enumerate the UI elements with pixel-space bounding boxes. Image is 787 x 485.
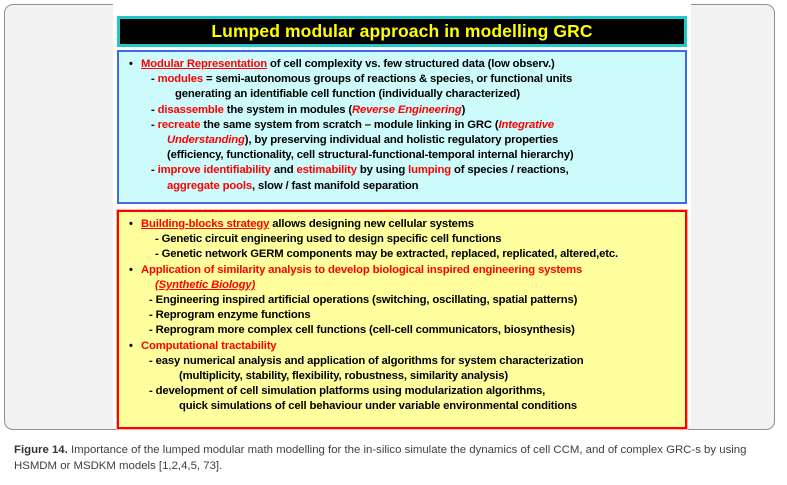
text-segment: improve identifiability xyxy=(157,164,271,177)
text-segment: Computational tractability xyxy=(141,339,277,352)
text-line: (multiplicity, stability, flexibility, r… xyxy=(127,369,677,384)
bullet-icon: • xyxy=(129,339,133,352)
text-line: (efficiency, functionality, cell structu… xyxy=(127,148,677,163)
text-segment: = semi-autonomous groups of reactions & … xyxy=(203,73,573,86)
page-title: Lumped modular approach in modelling GRC xyxy=(211,21,593,41)
text-line: - Reprogram enzyme functions xyxy=(127,308,677,323)
text-segment: (multiplicity, stability, flexibility, r… xyxy=(179,370,508,383)
text-segment: the same system from scratch – module li… xyxy=(200,118,499,131)
text-segment: Understanding xyxy=(167,134,245,147)
text-segment: Integrative xyxy=(498,118,555,131)
text-line: • Application of similarity analysis to d… xyxy=(127,263,677,278)
text-line: - modules = semi-autonomous groups of re… xyxy=(127,72,677,87)
text-line: - recreate the same system from scratch … xyxy=(127,118,677,133)
text-segment: modules xyxy=(157,73,204,86)
text-line: (Synthetic Biology) xyxy=(127,278,677,293)
text-line: quick simulations of cell behaviour unde… xyxy=(127,399,677,414)
text-line: Understanding), by preserving individual… xyxy=(127,133,677,148)
text-segment: - easy numerical analysis and applicatio… xyxy=(149,354,584,367)
slide-title-banner: Lumped modular approach in modelling GRC xyxy=(117,16,687,47)
text-line: - Genetic network GERM components may be… xyxy=(127,247,677,262)
text-line: - easy numerical analysis and applicatio… xyxy=(127,354,677,369)
text-line: - Reprogram more complex cell functions … xyxy=(127,323,677,338)
text-line: - development of cell simulation platfor… xyxy=(127,384,677,399)
text-segment: disassemble xyxy=(157,103,224,116)
bullet-icon: • xyxy=(129,58,133,70)
text-segment: - Reprogram more complex cell functions … xyxy=(149,324,575,337)
text-line: aggregate pools, slow / fast manifold se… xyxy=(127,179,677,194)
text-line: - Genetic circuit engineering used to de… xyxy=(127,232,677,247)
text-segment: quick simulations of cell behaviour unde… xyxy=(179,400,578,413)
caption-text: Importance of the lumped modular math mo… xyxy=(14,444,747,472)
text-segment: - xyxy=(151,118,158,131)
text-segment: (Synthetic Biology) xyxy=(155,278,256,291)
text-segment: - Genetic circuit engineering used to de… xyxy=(155,233,502,246)
text-segment: ) xyxy=(461,103,466,116)
text-segment: lumping xyxy=(408,164,452,177)
text-segment: - xyxy=(151,103,158,116)
text-segment: of cell complexity vs. few structured da… xyxy=(267,58,555,70)
text-line: • Building-blocks strategy allows designi… xyxy=(127,217,677,232)
text-segment: - xyxy=(151,164,158,177)
text-line: - improve identifiability and estimabili… xyxy=(127,163,677,178)
text-line: • Modular Representation of cell complexi… xyxy=(127,57,677,72)
figure-caption: Figure 14. Importance of the lumped modu… xyxy=(14,443,770,474)
text-segment: by using xyxy=(356,164,409,177)
text-segment: , slow / fast manifold separation xyxy=(252,179,419,192)
yellow-content-box: • Building-blocks strategy allows designi… xyxy=(116,209,688,430)
text-line: - Engineering inspired artificial operat… xyxy=(127,293,677,308)
text-segment: - Genetic network GERM components may be… xyxy=(155,248,618,261)
text-segment: (efficiency, functionality, cell structu… xyxy=(167,149,574,162)
bullet-icon: • xyxy=(129,218,133,230)
text-segment: ), by preserving individual and holistic… xyxy=(244,134,559,147)
text-segment: recreate xyxy=(157,118,201,131)
text-line: - disassemble the system in modules (Rev… xyxy=(127,103,677,118)
bullet-icon: • xyxy=(129,263,133,276)
blue-content-box: • Modular Representation of cell complexi… xyxy=(117,50,687,204)
text-line: generating an identifiable cell function… xyxy=(127,87,677,102)
text-segment: - Engineering inspired artificial operat… xyxy=(149,294,578,307)
text-segment: the system in modules ( xyxy=(223,103,353,116)
text-segment: - development of cell simulation platfor… xyxy=(149,385,546,398)
text-segment: Modular Representation xyxy=(141,58,268,70)
text-segment: of species / reactions, xyxy=(451,164,569,177)
text-segment: Application of similarity analysis to de… xyxy=(141,263,583,276)
text-segment: generating an identifiable cell function… xyxy=(175,88,520,101)
text-segment: Building-blocks strategy xyxy=(141,218,270,230)
text-segment: Reverse Engineering xyxy=(352,103,462,116)
text-segment: - xyxy=(151,73,158,86)
text-line: • Computational tractability xyxy=(127,339,677,354)
caption-label: Figure 14. xyxy=(14,444,68,456)
text-segment: aggregate pools xyxy=(167,179,253,192)
text-segment: estimability xyxy=(296,164,358,177)
text-segment: and xyxy=(270,164,297,177)
text-segment: - Reprogram enzyme functions xyxy=(149,309,311,322)
text-segment: allows designing new cellular systems xyxy=(269,218,474,230)
